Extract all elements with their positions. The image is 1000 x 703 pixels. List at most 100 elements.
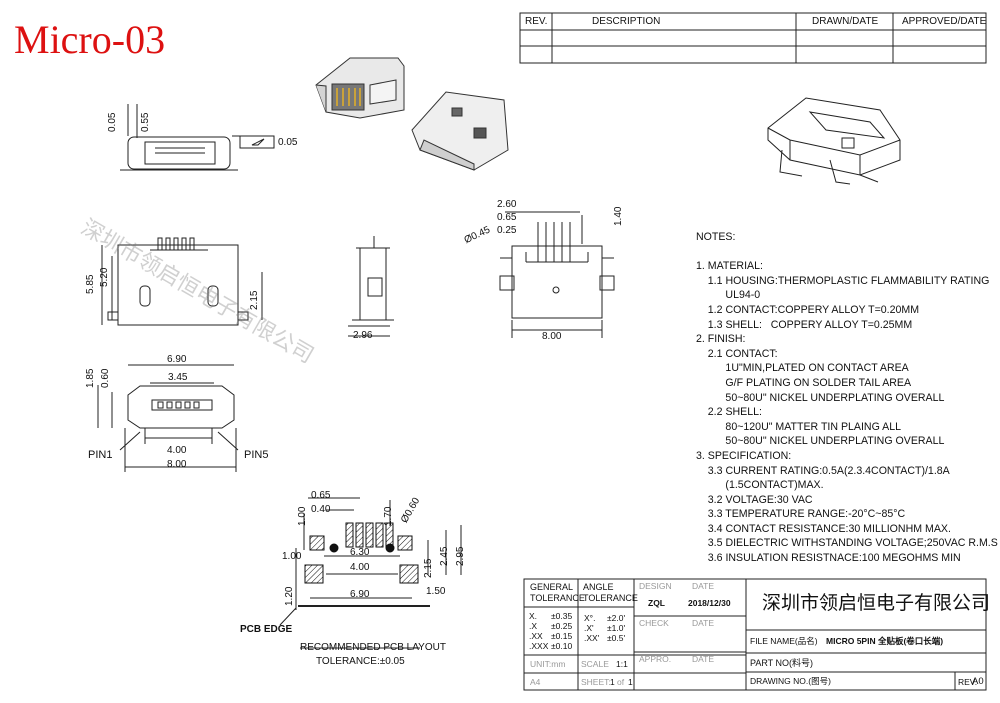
dim-label: 1.20 (284, 586, 295, 606)
dim-label: 6.90 (350, 589, 370, 600)
note-line: (1.5CONTACT)MAX. (696, 479, 824, 492)
sheet-label: SHEET: (581, 677, 611, 687)
file-name: MICRO 5PIN 全贴板(卷口长端) (826, 636, 944, 646)
dim-label: 0.05 (278, 137, 298, 148)
design-label: DESIGN (639, 581, 672, 591)
bottom-view (97, 364, 239, 472)
dim-label: 8.00 (542, 331, 562, 342)
tolerance-value: ±0.10 (551, 641, 573, 651)
dim-label: 1.50 (426, 586, 446, 597)
dim-label: 0.60 (100, 368, 111, 388)
note-line: 2.2 SHELL: (696, 406, 762, 419)
tolerance-key: .X (529, 621, 538, 631)
pcb-tolerance: TOLERANCE:±0.05 (316, 656, 405, 667)
dim-label: 0.55 (140, 112, 151, 132)
note-line: 2.1 CONTACT: (696, 347, 778, 360)
tolerance-key: .XXX (529, 641, 549, 651)
dim-label: 2.60 (497, 199, 517, 210)
appro-date-label: DATE (692, 654, 715, 664)
check-label: CHECK (639, 618, 669, 628)
rev-label: REV. (958, 677, 978, 687)
check-date-label: DATE (692, 618, 715, 628)
dim-label: 2.45 (439, 546, 450, 566)
tolerance-key: X. (529, 611, 538, 621)
note-line (696, 245, 998, 260)
notes-block: NOTES: 1. MATERIAL: 1.1 HOUSING:THERMOPL… (696, 230, 998, 566)
dim-label: 4.00 (167, 445, 187, 456)
note-line: 3.5 DIELECTRIC WITHSTANDING VOLTAGE;250V… (696, 537, 998, 550)
dim-label: 3.45 (168, 372, 188, 383)
note-line: NOTES: (696, 231, 736, 243)
note-line: 3.4 CONTACT RESISTANCE:30 MILLIONHM MAX. (696, 522, 951, 535)
rev-header: REV. (525, 16, 548, 27)
dim-label: 6.90 (167, 354, 187, 365)
dim-label: 5.85 (85, 274, 96, 294)
angle-value: ±0.5' (607, 633, 626, 643)
dim-label: 6.30 (350, 547, 370, 558)
note-line: 2. FINISH: (696, 333, 746, 346)
note-line: 1.1 HOUSING:THERMOPLASTIC FLAMMABILITY R… (696, 274, 990, 287)
dim-label: 4.00 (350, 562, 370, 573)
dim-label: 0.25 (497, 225, 517, 236)
pin5-label: PIN5 (244, 449, 269, 461)
drawing-no-label: DRAWING NO.(图号) (750, 676, 831, 686)
dim-label: 2.96 (353, 330, 373, 341)
general-tolerance: GENERAL TOLERANCE (530, 582, 585, 603)
part-no-label: PART NO(料号) (750, 658, 814, 668)
dim-label: 1.00 (297, 506, 308, 526)
dim-label: 2.15 (423, 558, 434, 578)
sheet-total: 1 (628, 677, 633, 687)
dim-label: 0.65 (497, 212, 517, 223)
note-line: 50~80U" NICKEL UNDERPLATING OVERALL (696, 391, 945, 404)
dim-label: 8.00 (167, 459, 187, 470)
connector-isometric (767, 97, 901, 185)
unit-label: UNIT:mm (530, 659, 566, 669)
note-line: 3.3 TEMPERATURE RANGE:-20°C~85°C (696, 508, 906, 521)
top-view (499, 211, 615, 338)
connector-photo-front (315, 57, 405, 119)
side-view-2 (348, 236, 394, 337)
tolerance-value: ±0.25 (551, 621, 573, 631)
note-line: 80~120U" MATTER TIN PLAING ALL (696, 420, 902, 433)
tolerance-value: ±0.15 (551, 631, 573, 641)
drawing-title: Micro-03 (14, 17, 166, 62)
dim-label: 2.15 (249, 290, 260, 310)
designer-name: ZQL (648, 598, 665, 608)
scale-label: SCALE (581, 659, 609, 669)
description-header: DESCRIPTION (592, 16, 661, 27)
company-name: 深圳市领启恒电子有限公司 (762, 592, 991, 614)
rev-table-grid (519, 12, 987, 64)
dim-label: 1.70 (383, 506, 394, 526)
angle-value: ±2.0' (607, 613, 626, 623)
pcb-caption: RECOMMENDED PCB LAYOUT (300, 642, 446, 653)
dim-label: 1.00 (282, 551, 302, 562)
rev-value: A0 (972, 676, 984, 687)
angle-key: X°. (584, 613, 596, 623)
tolerance-key: .XX (529, 631, 543, 641)
dim-label: 0.05 (107, 112, 118, 132)
pin1-label: PIN1 (88, 449, 113, 461)
side-view (120, 104, 275, 171)
angle-value: ±1.0' (607, 623, 626, 633)
design-date-label: DATE (692, 581, 715, 591)
note-line: 1.3 SHELL: COPPERY ALLOY T=0.25MM (696, 318, 913, 331)
scale-value: 1:1 (616, 659, 628, 669)
file-name-label: FILE NAME(品名) (750, 636, 818, 646)
sheet-value: 1 (610, 677, 615, 687)
connector-photo-back (411, 91, 509, 171)
note-line: G/F PLATING ON SOLDER TAIL AREA (696, 376, 912, 389)
dim-label: 1.40 (613, 206, 624, 226)
pcb-layout (279, 497, 462, 649)
dim-label: 0.65 (311, 490, 331, 501)
approved-date-header: APPROVED/DATE (902, 16, 987, 27)
tolerance-value: ±0.35 (551, 611, 573, 621)
title-block-grid (523, 578, 987, 691)
drawn-date-header: DRAWN/DATE (812, 16, 879, 27)
dim-label: 0.40 (311, 504, 331, 515)
paper-size: A4 (530, 677, 541, 687)
note-line: 3. SPECIFICATION: (696, 449, 792, 462)
note-line: 3.3 CURRENT RATING:0.5A(2.3.4CONTACT)/1.… (696, 464, 950, 477)
angle-tolerance: ANGLE TOLERANCE (583, 582, 638, 603)
